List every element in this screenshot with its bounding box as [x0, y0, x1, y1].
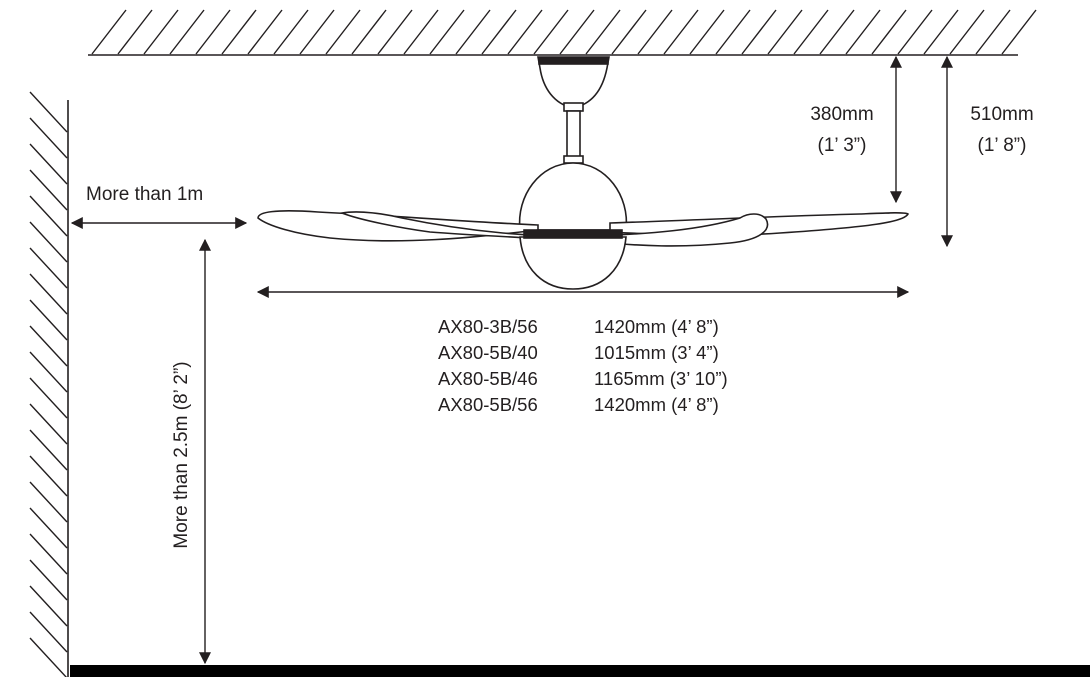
ceiling-hatch-line	[689, 9, 725, 55]
drop-long-mm: 510mm	[970, 104, 1033, 125]
ceiling-hatch-line	[1001, 9, 1037, 55]
fan-downrod	[566, 110, 581, 159]
ceiling-hatch-line	[481, 9, 517, 55]
ceiling-hatch-line	[845, 9, 881, 55]
ceiling-hatch-line	[351, 9, 387, 55]
ceiling-hatch-line	[221, 9, 257, 55]
ceiling-hatch-line	[195, 9, 231, 55]
model-sweep-table: AX80-3B/56 1420mm (4’ 8”) AX80-5B/40 101…	[438, 316, 728, 415]
wall-hatch-line	[29, 221, 68, 263]
ceiling-hatch-line	[793, 9, 829, 55]
wall-hatch-line	[29, 559, 68, 601]
wall-hatch-line	[29, 117, 68, 159]
drop-short-imperial: (1’ 3”)	[818, 135, 867, 156]
ceiling-hatch-line	[455, 9, 491, 55]
wall-hatch-line	[29, 273, 68, 315]
wall-hatch-line	[29, 403, 68, 445]
wall-hatch-line	[29, 455, 68, 497]
floor-clearance-label: More than 2.5m (8’ 2”)	[171, 361, 192, 548]
wall-hatch-line	[29, 169, 68, 211]
wall-hatch-line	[29, 637, 68, 677]
ceiling-hatch-line	[975, 9, 1011, 55]
canopy-collar	[563, 102, 584, 112]
wall-hatch-line	[29, 585, 68, 627]
ceiling-hatch-line	[143, 9, 179, 55]
model-sweep: 1015mm (3’ 4”)	[594, 342, 719, 363]
fan-motor-housing	[518, 162, 628, 231]
wall-hatch-line	[29, 507, 68, 549]
ceiling-hatch-line	[871, 9, 907, 55]
downrod-collar	[563, 155, 584, 164]
model-name: AX80-5B/56	[438, 394, 538, 415]
model-sweep: 1420mm (4’ 8”)	[594, 316, 719, 337]
ceiling-hatch-line	[91, 9, 127, 55]
wall-hatch-line	[29, 351, 68, 393]
ceiling-hatch-line	[273, 9, 309, 55]
ceiling-hatch-line	[247, 9, 283, 55]
ceiling-hatch-line	[117, 9, 153, 55]
fan-light-kit	[519, 236, 627, 290]
ceiling-hatch-line	[611, 9, 647, 55]
wall-hatch-line	[29, 611, 68, 653]
ceiling-hatch	[91, 9, 1037, 55]
ceiling-fan	[257, 56, 910, 290]
ceiling-hatch-line	[923, 9, 959, 55]
ceiling-hatch-line	[533, 9, 569, 55]
wall-clearance-label: More than 1m	[86, 184, 203, 205]
wall-hatch-line	[29, 299, 68, 341]
ceiling-hatch-line	[715, 9, 751, 55]
ceiling-hatch-line	[169, 9, 205, 55]
wall-hatch-line	[29, 325, 68, 367]
fan-blade-back	[338, 211, 769, 247]
wall-hatch-line	[29, 429, 68, 471]
ceiling-hatch-line	[663, 9, 699, 55]
ceiling-hatch-line	[507, 9, 543, 55]
ceiling-hatch-line	[897, 9, 933, 55]
ceiling-hatch-line	[559, 9, 595, 55]
ceiling-hatch-line	[637, 9, 673, 55]
model-name: AX80-5B/46	[438, 368, 538, 389]
drop-short-mm: 380mm	[810, 104, 873, 125]
ceiling-hatch-line	[741, 9, 777, 55]
model-name: AX80-5B/40	[438, 342, 538, 363]
ceiling-hatch-line	[325, 9, 361, 55]
wall-hatch-line	[29, 143, 68, 185]
wall-hatch-line	[29, 377, 68, 419]
ceiling-hatch-line	[299, 9, 335, 55]
wall-hatch-line	[29, 91, 68, 133]
model-name: AX80-3B/56	[438, 316, 538, 337]
ceiling-hatch-line	[585, 9, 621, 55]
ceiling-hatch-line	[819, 9, 855, 55]
canopy-trim	[538, 57, 609, 65]
ceiling-hatch-line	[429, 9, 465, 55]
model-sweep: 1420mm (4’ 8”)	[594, 394, 719, 415]
wall-hatch-line	[29, 195, 68, 237]
ceiling-hatch-line	[949, 9, 985, 55]
floor-line	[70, 665, 1090, 677]
wall-hatch	[29, 91, 68, 677]
wall-hatch-line	[29, 533, 68, 575]
drop-long-imperial: (1’ 8”)	[978, 135, 1027, 156]
ceiling-hatch-line	[377, 9, 413, 55]
wall-hatch-line	[29, 481, 68, 523]
ceiling	[88, 9, 1037, 56]
ceiling-hatch-line	[403, 9, 439, 55]
light-kit-rim	[523, 229, 623, 239]
wall-hatch-line	[29, 247, 68, 289]
ceiling-hatch-line	[767, 9, 803, 55]
model-sweep: 1165mm (3’ 10”)	[594, 368, 728, 389]
wall	[29, 91, 69, 677]
dimensions	[70, 55, 953, 665]
